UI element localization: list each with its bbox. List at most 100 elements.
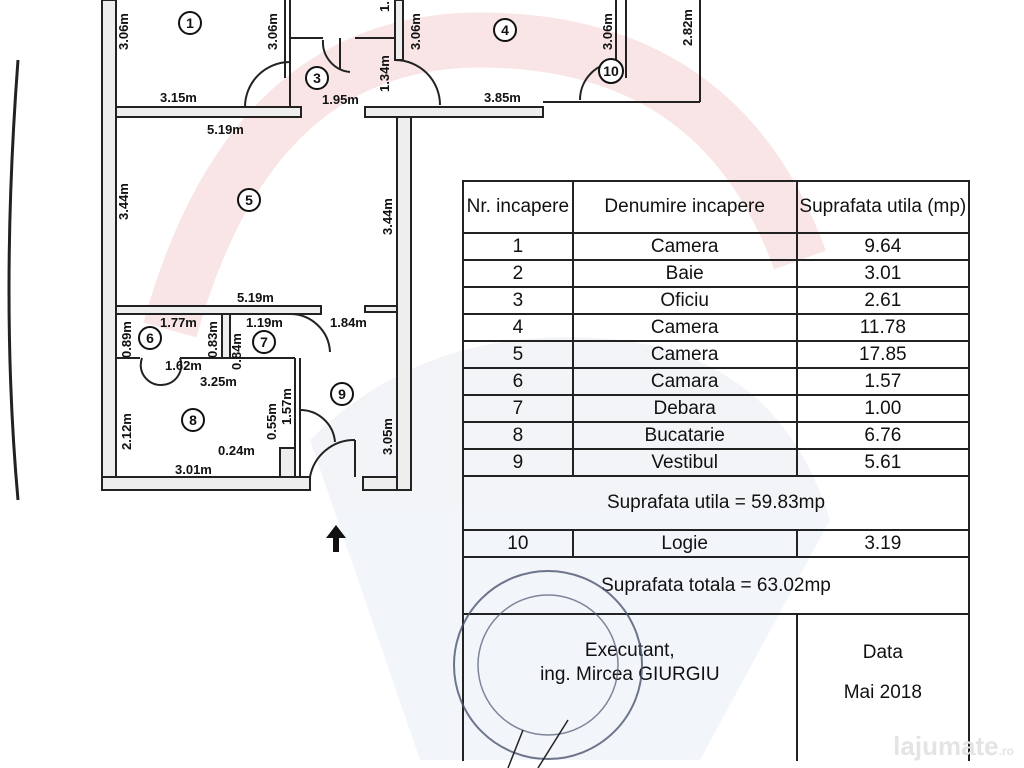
dim-label: 3.06m (600, 13, 615, 50)
total-row: Suprafata totala = 63.02mp (462, 556, 970, 615)
dim-label: 1.57m (279, 388, 294, 425)
dim-label: 5.19m (237, 290, 274, 305)
room-name: Logie (571, 529, 798, 558)
dim-label: 3.06m (116, 13, 131, 50)
date-cell: Data Mai 2018 (795, 613, 971, 761)
room-name: Oficiu (571, 286, 798, 315)
room-area: 1.57 (795, 367, 971, 396)
room-nr: 10 (462, 529, 574, 558)
dim-label: 1.34m (377, 55, 392, 92)
room-numbers: 1 3 4 5 6 7 8 9 10 (146, 15, 619, 428)
dim-label: 0.24m (218, 443, 255, 458)
executant-cell: Executant, ing. Mircea GIURGIU (462, 613, 798, 761)
subtotal: Suprafata utila = 59.83mp (462, 475, 970, 531)
entrance-arrow-icon (326, 525, 346, 552)
table-header: Nr. incapere Denumire incapere Suprafata… (462, 180, 971, 234)
dim-label: 3.15m (160, 90, 197, 105)
room-nr: 8 (462, 421, 574, 450)
executant-name: ing. Mircea GIURGIU (540, 664, 720, 685)
date-label: Data (862, 642, 903, 663)
room-area: 5.61 (795, 448, 971, 477)
header-area: Suprafata utila (mp) (795, 180, 971, 234)
dim-label: 0.55m (264, 403, 279, 440)
dim-label: 0.84m (229, 333, 244, 370)
room-number-3: 3 (313, 70, 321, 86)
watermark-tld: .ro (998, 744, 1014, 758)
dim-label: 3.85m (484, 90, 521, 105)
subtotal-row: Suprafata utila = 59.83mp (462, 475, 970, 531)
table-row: 10 Logie 3.19 (462, 529, 971, 558)
room-name: Baie (571, 259, 798, 288)
watermark-site: lajumate (893, 731, 999, 761)
dim-label: 3.06m (265, 13, 280, 50)
dim-label: 1. (377, 1, 392, 12)
dim-label: 1.77m (160, 315, 197, 330)
room-number-4: 4 (501, 22, 509, 38)
dim-label: 0.83m (205, 321, 220, 358)
dim-label: 3.25m (200, 374, 237, 389)
room-name: Camera (571, 340, 798, 369)
room-number-circles (138, 11, 624, 432)
room-name: Camera (571, 232, 798, 261)
room-number-6: 6 (146, 330, 154, 346)
room-area: 11.78 (795, 313, 971, 342)
room-nr: 2 (462, 259, 574, 288)
room-nr: 6 (462, 367, 574, 396)
dim-label: 1.95m (322, 92, 359, 107)
room-number-10: 10 (603, 63, 619, 79)
header-nr: Nr. incapere (462, 180, 574, 234)
room-name: Camera (571, 313, 798, 342)
room-number-5: 5 (245, 192, 253, 208)
room-nr: 9 (462, 448, 574, 477)
dim-label: 0.89m (119, 321, 134, 358)
dim-label: 2.12m (119, 413, 134, 450)
dim-label: 5.19m (207, 122, 244, 137)
date-value: Mai 2018 (843, 682, 922, 703)
dim-label: 3.06m (408, 13, 423, 50)
dim-label: 1.84m (330, 315, 367, 330)
dim-label: 2.82m (680, 9, 695, 46)
room-name: Bucatarie (571, 421, 798, 450)
dim-label: 3.05m (380, 418, 395, 455)
room-name: Camara (571, 367, 798, 396)
walls (101, 0, 701, 491)
room-nr: 4 (462, 313, 574, 342)
room-area: 2.61 (795, 286, 971, 315)
room-area: 3.19 (795, 529, 971, 558)
room-area: 3.01 (795, 259, 971, 288)
total: Suprafata totala = 63.02mp (462, 556, 970, 615)
room-number-7: 7 (260, 334, 268, 350)
room-area: 9.64 (795, 232, 971, 261)
room-name: Vestibul (571, 448, 798, 477)
room-nr: 1 (462, 232, 574, 261)
dimensions: 3.06m 3.06m 3.15m 1. 1.34m 1.95m 3.06m 3… (116, 1, 695, 477)
area-table: Nr. incapere Denumire incapere Suprafata… (462, 180, 971, 761)
room-nr: 7 (462, 394, 574, 423)
room-area: 1.00 (795, 394, 971, 423)
dim-label: 1.62m (165, 358, 202, 373)
room-number-1: 1 (186, 15, 194, 31)
room-number-8: 8 (189, 412, 197, 428)
room-number-9: 9 (338, 386, 346, 402)
lajumate-watermark: lajumate.ro (893, 731, 1014, 766)
executant-label: Executant, (584, 640, 675, 661)
dim-label: 3.44m (380, 198, 395, 235)
room-nr: 3 (462, 286, 574, 315)
dim-label: 3.44m (116, 183, 131, 220)
room-name: Debara (571, 394, 798, 423)
dim-label: 1.19m (246, 315, 283, 330)
dim-label: 3.01m (175, 462, 212, 477)
header-name: Denumire incapere (571, 180, 798, 234)
room-area: 6.76 (795, 421, 971, 450)
room-nr: 5 (462, 340, 574, 369)
room-area: 17.85 (795, 340, 971, 369)
